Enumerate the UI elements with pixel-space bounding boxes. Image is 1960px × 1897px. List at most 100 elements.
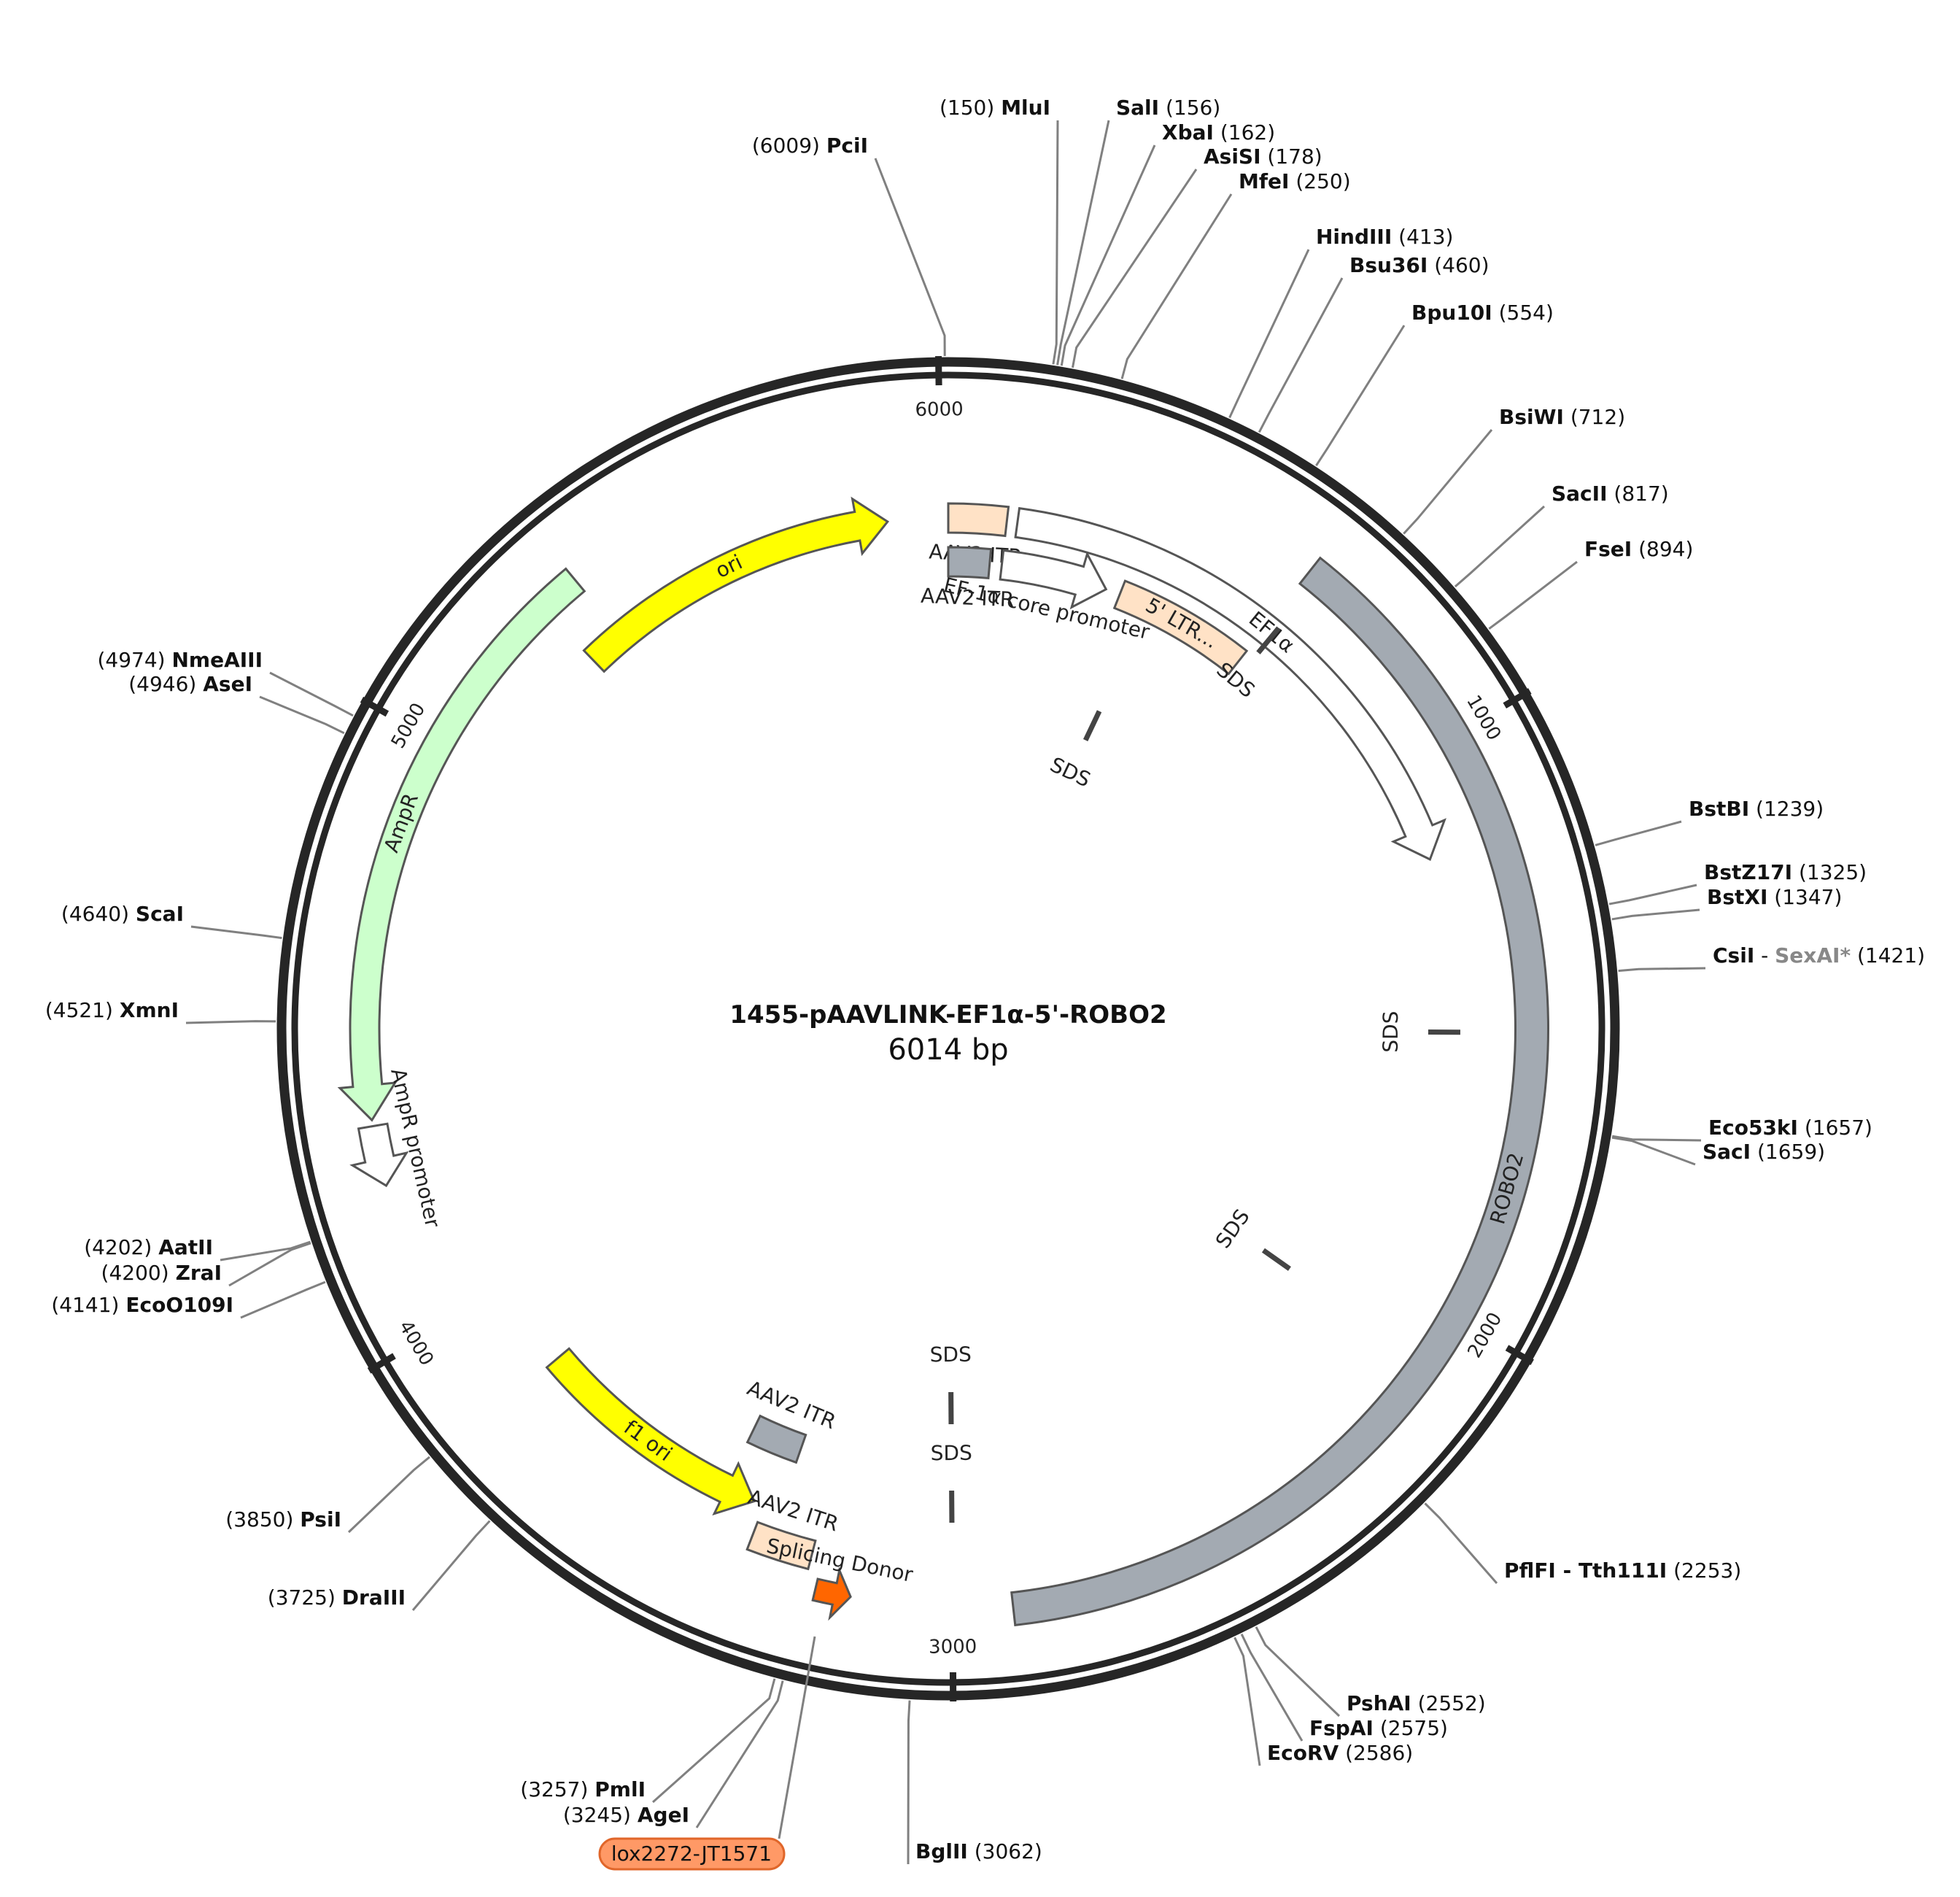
site-bstz17i[interactable]: BstZ17I (1325) (1608, 860, 1867, 905)
lox-site[interactable]: lox2272-JT1571 (598, 1636, 816, 1871)
site-label: (4640) ScaI (61, 902, 184, 926)
site-pos: (162) (1214, 120, 1275, 144)
site-pflfi-tth111i[interactable]: PflFI - Tth111I (2253) (1424, 1502, 1741, 1584)
site-pos: (413) (1392, 225, 1453, 249)
site-pos: (178) (1261, 144, 1322, 169)
site-pos: (2586) (1339, 1741, 1413, 1765)
site-xmni[interactable]: (4521) XmnI (45, 998, 276, 1024)
site-ecoo109i[interactable]: (4141) EcoO109I (51, 1280, 326, 1319)
site-leader (907, 1700, 911, 1865)
feature-aav2-itr[interactable]: AAV2 ITR (744, 1376, 840, 1464)
site-bglii[interactable]: BglII (3062) (907, 1700, 1042, 1865)
site-bsu36i[interactable]: Bsu36I (460) (1258, 253, 1490, 433)
site-pos: (3245) (563, 1803, 638, 1827)
site-leader (185, 1020, 276, 1024)
site-leader (1608, 884, 1697, 905)
feature-arrow (582, 496, 890, 673)
site-saci[interactable]: SacI (1659) (1611, 1136, 1825, 1166)
site-pos: (817) (1608, 482, 1669, 506)
site-nmeaiii[interactable]: (4974) NmeAIII (97, 648, 354, 717)
site-pshai[interactable]: PshAI (2552) (1255, 1626, 1486, 1718)
site-label: PshAI (2552) (1347, 1691, 1486, 1715)
backbone-inner-ring (291, 371, 1605, 1686)
site-leader (1611, 908, 1700, 921)
site-pos: (4200) (101, 1261, 176, 1285)
site-pos: (894) (1632, 537, 1693, 561)
site-name: MluI (1001, 96, 1050, 120)
feature-label: AAV2 ITR (921, 584, 1015, 612)
site-asei[interactable]: (4946) AseI (128, 672, 345, 735)
site-pos: (712) (1564, 405, 1625, 429)
site-bstxi[interactable]: BstXI (1347) (1611, 885, 1843, 921)
feature-arrow (349, 1122, 409, 1188)
sds-label: SDS (1046, 752, 1094, 792)
site-leader (1488, 560, 1578, 630)
feature-f1-ori[interactable]: f1 ori (545, 1347, 756, 1516)
site-name: MfeI (1239, 169, 1289, 193)
site-label: (4946) AseI (128, 672, 252, 696)
site-sacii[interactable]: SacII (817) (1454, 482, 1669, 588)
lox-leader (778, 1636, 816, 1839)
site-name: BsiWI (1499, 405, 1564, 429)
sds-marker[interactable]: SDS (1379, 1011, 1461, 1053)
site-mfei[interactable]: MfeI (250) (1120, 169, 1351, 379)
site-name: ScaI (136, 902, 184, 926)
site-label: HindIII (413) (1316, 225, 1453, 249)
site-name: FspAI (1309, 1716, 1374, 1740)
sds-marker[interactable]: SDS (1046, 710, 1102, 792)
site-leader (1240, 1634, 1304, 1742)
sds-marker[interactable]: SDS (1211, 1205, 1291, 1271)
site-xbai[interactable]: XbaI (162) (1060, 120, 1275, 366)
site-mlui[interactable]: (150) MluI (940, 96, 1059, 365)
site-label: (3257) PmlI (520, 1777, 646, 1801)
site-label: SalI (156) (1116, 96, 1220, 120)
feature-splicing-donor[interactable]: Splicing Donor (764, 1534, 915, 1621)
feature-arrow (1014, 506, 1446, 861)
feature-arrow (1010, 556, 1549, 1627)
site-sali[interactable]: SalI (156) (1056, 96, 1221, 366)
site-pos: (4974) (97, 648, 171, 672)
site-asisi[interactable]: AsiSI (178) (1072, 144, 1322, 368)
site-leader (1255, 1626, 1341, 1718)
site-pos: (1347) (1767, 885, 1842, 909)
site-name: SacI (1703, 1140, 1751, 1164)
feature-ampr[interactable]: AmpR (337, 567, 586, 1122)
feature-ori[interactable]: ori (582, 496, 890, 673)
site-label: SacI (1659) (1703, 1140, 1825, 1164)
sds-marker[interactable]: SDS (930, 1342, 972, 1425)
site-zrai[interactable]: (4200) ZraI (101, 1242, 311, 1287)
site-pos: (2552) (1411, 1691, 1486, 1715)
site-aatii[interactable]: (4202) AatII (84, 1235, 311, 1262)
site-bstbi[interactable]: BstBI (1239) (1595, 797, 1824, 846)
site-leader (1233, 1637, 1261, 1766)
site-psii[interactable]: (3850) PsiI (225, 1456, 430, 1534)
site-pcii[interactable]: (6009) PciI (752, 134, 946, 357)
feature-robo2[interactable]: ROBO2 (1010, 556, 1549, 1627)
site-sep: - (1754, 943, 1775, 967)
site-bsiwi[interactable]: BsiWI (712) (1403, 405, 1625, 535)
site-csii[interactable]: CsiI - SexAI* (1421) (1618, 943, 1926, 973)
site-ecorv[interactable]: EcoRV (2586) (1233, 1637, 1414, 1766)
site-fspai[interactable]: FspAI (2575) (1240, 1634, 1448, 1742)
site-agei[interactable]: (3245) AgeI (563, 1680, 784, 1828)
site-scai[interactable]: (4640) ScaI (61, 902, 282, 940)
site-draiii[interactable]: (3725) DraIII (268, 1520, 491, 1611)
site-eco53ki[interactable]: Eco53kI (1657) (1611, 1116, 1872, 1142)
feature-aav2-itr[interactable]: AAV2 ITR (921, 546, 1015, 612)
site-pmli[interactable]: (3257) PmlI (520, 1678, 776, 1804)
feature-aav2-itr[interactable]: AAV2 ITR (745, 1485, 842, 1571)
site-name: BstBI (1689, 797, 1749, 821)
site-bpu10i[interactable]: Bpu10I (554) (1315, 301, 1554, 466)
site-fsei[interactable]: FseI (894) (1488, 537, 1693, 630)
site-leader (240, 1280, 326, 1319)
feature-arrow (999, 549, 1108, 610)
site-pos: (4946) (128, 672, 203, 696)
site-name: BstZ17I (1704, 860, 1792, 884)
site-pos: (3850) (225, 1507, 300, 1531)
sds-marker[interactable]: SDS (931, 1441, 972, 1523)
site-hindiii[interactable]: HindIII (413) (1228, 225, 1454, 419)
site-leader (1060, 144, 1156, 366)
site-pos: (3257) (520, 1777, 594, 1801)
